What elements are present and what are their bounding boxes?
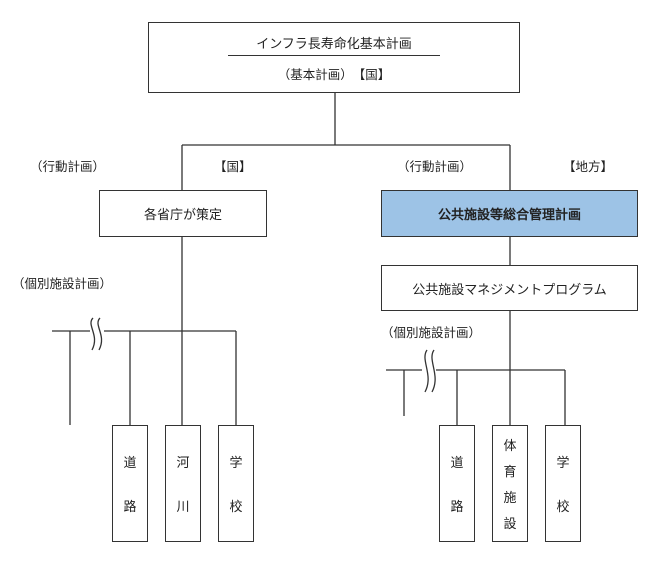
- right-local-label: 【地方】: [563, 159, 614, 174]
- facility-river-left: 河 川: [165, 425, 201, 542]
- facility-char: 育: [503, 465, 517, 481]
- facility-char: 河: [176, 455, 190, 471]
- left-break-1: [90, 317, 96, 351]
- ministries-box: 各省庁が策定: [99, 190, 267, 237]
- left-individual-label: （個別施設計画）: [12, 276, 113, 291]
- right-break-1: [424, 349, 429, 393]
- facility-char: 川: [176, 500, 190, 516]
- basic-plan-box: インフラ長寿命化基本計画 （基本計画） 【国】: [148, 22, 520, 93]
- facility-char: 路: [450, 500, 464, 516]
- left-action-label: （行動計画）: [30, 159, 106, 174]
- public-facilities-plan-box: 公共施設等総合管理計画: [381, 190, 638, 237]
- facility-road-right: 道 路: [439, 425, 475, 542]
- basic-plan-title: インフラ長寿命化基本計画: [228, 33, 440, 56]
- facility-char: 設: [503, 516, 517, 532]
- facility-char: 校: [229, 500, 243, 516]
- facility-road-left: 道 路: [112, 425, 148, 542]
- right-break-2: [431, 349, 436, 393]
- facility-char: 路: [123, 500, 137, 516]
- facility-school-right: 学 校: [545, 425, 581, 542]
- facility-char: 道: [450, 455, 464, 471]
- left-country-label: 【国】: [214, 159, 252, 174]
- right-action-label: （行動計画）: [397, 159, 473, 174]
- left-break-2: [97, 317, 103, 351]
- management-program-box: 公共施設マネジメントプログラム: [381, 265, 638, 311]
- right-individual-label: （個別施設計画）: [381, 325, 482, 340]
- facility-gym-right: 体 育 施 設: [492, 425, 528, 542]
- facility-char: 道: [123, 455, 137, 471]
- facility-char: 体: [503, 439, 517, 455]
- facility-school-left: 学 校: [218, 425, 254, 542]
- basic-plan-subtitle: （基本計画） 【国】: [277, 66, 391, 82]
- facility-char: 校: [556, 500, 570, 516]
- facility-char: 学: [556, 455, 570, 471]
- facility-char: 学: [229, 455, 243, 471]
- facility-char: 施: [503, 490, 517, 506]
